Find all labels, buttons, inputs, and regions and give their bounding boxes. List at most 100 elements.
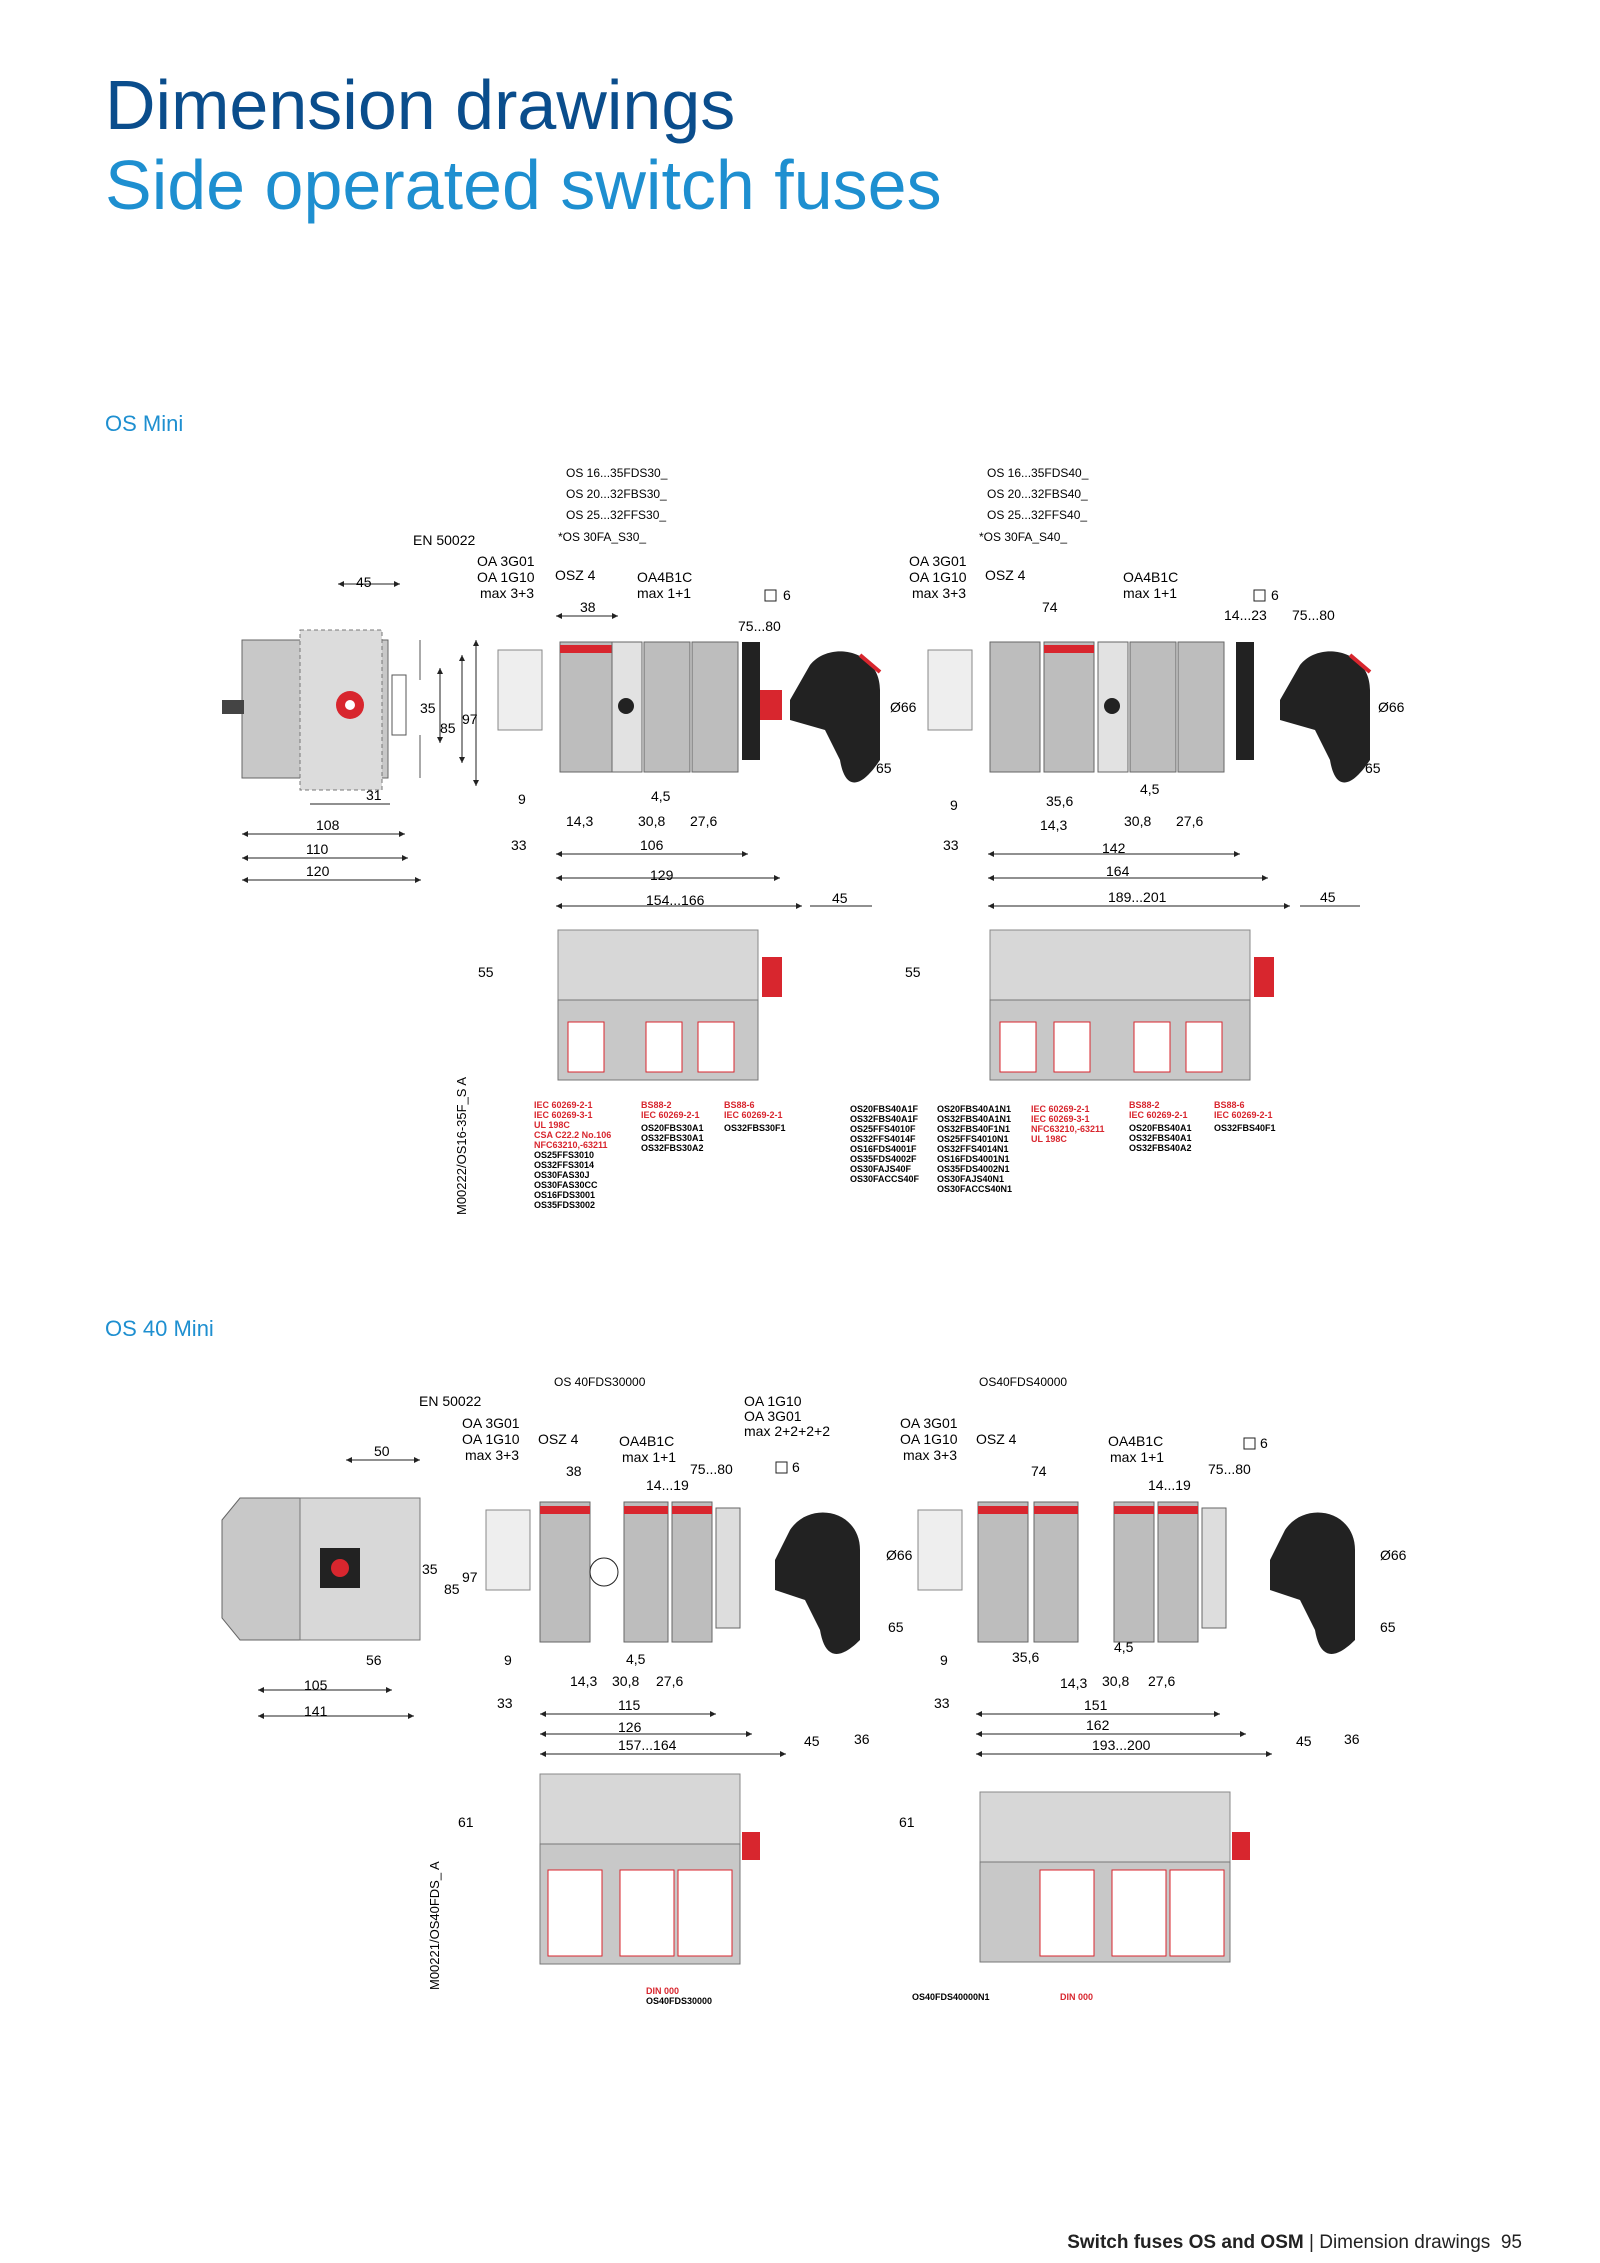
svg-text:33: 33 — [511, 837, 527, 853]
svg-text:6: 6 — [792, 1459, 800, 1475]
svg-text:36: 36 — [854, 1731, 870, 1747]
svg-text:OS 25...32FFS30_: OS 25...32FFS30_ — [566, 508, 666, 522]
svg-text:OA 1G10: OA 1G10 — [900, 1431, 958, 1447]
svg-text:*OS 30FA_S30_: *OS 30FA_S30_ — [558, 530, 646, 544]
svg-text:UL 198C: UL 198C — [534, 1120, 570, 1130]
svg-text:6: 6 — [783, 587, 791, 603]
svg-text:30,8: 30,8 — [612, 1673, 639, 1689]
svg-text:OS32FBS40F1N1: OS32FBS40F1N1 — [937, 1124, 1010, 1134]
svg-text:IEC 60269-3-1: IEC 60269-3-1 — [534, 1110, 593, 1120]
section-label-os-mini: OS Mini — [105, 411, 184, 436]
svg-text:OS 25...32FFS40_: OS 25...32FFS40_ — [987, 508, 1087, 522]
svg-text:OS 20...32FBS40_: OS 20...32FBS40_ — [987, 487, 1088, 501]
en-label: EN 50022 — [413, 532, 475, 548]
svg-text:30,8: 30,8 — [1102, 1673, 1129, 1689]
svg-text:EN 50022: EN 50022 — [419, 1393, 481, 1409]
svg-text:106: 106 — [640, 837, 664, 853]
svg-text:157...164: 157...164 — [618, 1737, 677, 1753]
svg-text:OS32FBS40A1: OS32FBS40A1 — [1129, 1133, 1192, 1143]
svg-text:189...201: 189...201 — [1108, 889, 1167, 905]
svg-text:9: 9 — [504, 1652, 512, 1668]
svg-text:65: 65 — [876, 760, 892, 776]
svg-text:75...80: 75...80 — [1292, 607, 1335, 623]
footer-product: Switch fuses OS and OSM — [1067, 2232, 1304, 2253]
svg-text:56: 56 — [366, 1652, 382, 1668]
svg-text:120: 120 — [306, 863, 330, 879]
svg-text:85: 85 — [440, 720, 456, 736]
svg-text:27,6: 27,6 — [1176, 813, 1203, 829]
svg-text:BS88-2: BS88-2 — [641, 1100, 672, 1110]
svg-text:55: 55 — [478, 964, 494, 980]
svg-text:OS 40FDS30000: OS 40FDS30000 — [554, 1375, 646, 1389]
svg-text:164: 164 — [1106, 863, 1130, 879]
svg-text:OSZ 4: OSZ 4 — [976, 1431, 1017, 1447]
svg-text:45: 45 — [1320, 889, 1336, 905]
page-subtitle: Side operated switch fuses — [105, 146, 942, 224]
svg-text:4,5: 4,5 — [626, 1651, 646, 1667]
os40-4pole-front-view — [917, 1501, 1355, 1654]
svg-text:151: 151 — [1084, 1697, 1108, 1713]
svg-text:38: 38 — [566, 1463, 582, 1479]
svg-text:141: 141 — [304, 1703, 328, 1719]
svg-text:OS 16...35FDS30_: OS 16...35FDS30_ — [566, 466, 668, 480]
svg-text:OS30FAS30J: OS30FAS30J — [534, 1170, 590, 1180]
svg-text:OS25FFS4010N1: OS25FFS4010N1 — [937, 1134, 1009, 1144]
svg-text:61: 61 — [899, 1814, 915, 1830]
svg-text:OS20FBS40A1F: OS20FBS40A1F — [850, 1104, 919, 1114]
svg-text:4,5: 4,5 — [1140, 781, 1160, 797]
page-title: Dimension drawings — [105, 66, 736, 144]
svg-text:OS32FBS40F1: OS32FBS40F1 — [1214, 1123, 1276, 1133]
svg-text:OA 3G01: OA 3G01 — [477, 553, 535, 569]
os-mini-top-view-right — [989, 929, 1274, 1081]
svg-text:CSA C22.2 No.106: CSA C22.2 No.106 — [534, 1130, 611, 1140]
svg-text:OS30FAJS40N1: OS30FAJS40N1 — [937, 1174, 1004, 1184]
svg-text:115: 115 — [618, 1697, 641, 1713]
svg-text:OA 3G01: OA 3G01 — [462, 1415, 520, 1431]
svg-text:55: 55 — [905, 964, 921, 980]
svg-text:75...80: 75...80 — [738, 618, 781, 634]
svg-text:OS35FDS3002: OS35FDS3002 — [534, 1200, 595, 1210]
svg-text:97: 97 — [462, 711, 478, 727]
svg-text:OS16FDS4001N1: OS16FDS4001N1 — [937, 1154, 1010, 1164]
svg-text:IEC 60269-2-1: IEC 60269-2-1 — [641, 1110, 700, 1120]
svg-text:OS32FBS30F1: OS32FBS30F1 — [724, 1123, 786, 1133]
svg-text:45: 45 — [804, 1733, 820, 1749]
svg-text:30,8: 30,8 — [638, 813, 665, 829]
svg-text:97: 97 — [462, 1569, 478, 1585]
svg-text:OA4B1C: OA4B1C — [1123, 569, 1178, 585]
svg-text:OS40FDS30000: OS40FDS30000 — [646, 1996, 712, 2006]
svg-text:OS40FDS40000: OS40FDS40000 — [979, 1375, 1067, 1389]
svg-text:OA 3G01: OA 3G01 — [744, 1408, 802, 1424]
svg-text:14,3: 14,3 — [1060, 1675, 1087, 1691]
svg-text:M00221/OS40FDS_ A: M00221/OS40FDS_ A — [427, 1861, 442, 1990]
svg-text:108: 108 — [316, 817, 340, 833]
svg-text:4,5: 4,5 — [651, 788, 671, 804]
svg-text:27,6: 27,6 — [1148, 1673, 1175, 1689]
svg-text:OS 20...32FBS30_: OS 20...32FBS30_ — [566, 487, 667, 501]
svg-text:27,6: 27,6 — [690, 813, 717, 829]
svg-text:14...19: 14...19 — [1148, 1477, 1191, 1493]
svg-text:61: 61 — [458, 1814, 474, 1830]
svg-text:9: 9 — [940, 1652, 948, 1668]
svg-text:NFC63210,-63211: NFC63210,-63211 — [1031, 1124, 1105, 1134]
svg-text:max 1+1: max 1+1 — [1110, 1449, 1164, 1465]
svg-text:38: 38 — [580, 599, 596, 615]
svg-text:OS32FBS40A1N1: OS32FBS40A1N1 — [937, 1114, 1011, 1124]
svg-text:74: 74 — [1042, 599, 1058, 615]
svg-text:OA4B1C: OA4B1C — [619, 1433, 674, 1449]
svg-text:OS30FACCS40F: OS30FACCS40F — [850, 1174, 920, 1184]
svg-text:75...80: 75...80 — [1208, 1461, 1251, 1477]
svg-text:DIN 000: DIN 000 — [1060, 1992, 1093, 2002]
os40-3pole-front-view — [485, 1501, 860, 1654]
os-mini-3pole-front-view — [497, 641, 882, 783]
svg-text:OSZ 4: OSZ 4 — [538, 1431, 579, 1447]
svg-text:36: 36 — [1344, 1731, 1360, 1747]
svg-text:max 2+2+2+2: max 2+2+2+2 — [744, 1423, 830, 1439]
svg-text:33: 33 — [497, 1695, 513, 1711]
svg-text:35: 35 — [420, 700, 436, 716]
svg-text:33: 33 — [943, 837, 959, 853]
svg-text:OS20FBS40A1N1: OS20FBS40A1N1 — [937, 1104, 1011, 1114]
svg-text:IEC 60269-3-1: IEC 60269-3-1 — [1031, 1114, 1090, 1124]
svg-text:45: 45 — [1296, 1733, 1312, 1749]
svg-text:14,3: 14,3 — [1040, 817, 1067, 833]
